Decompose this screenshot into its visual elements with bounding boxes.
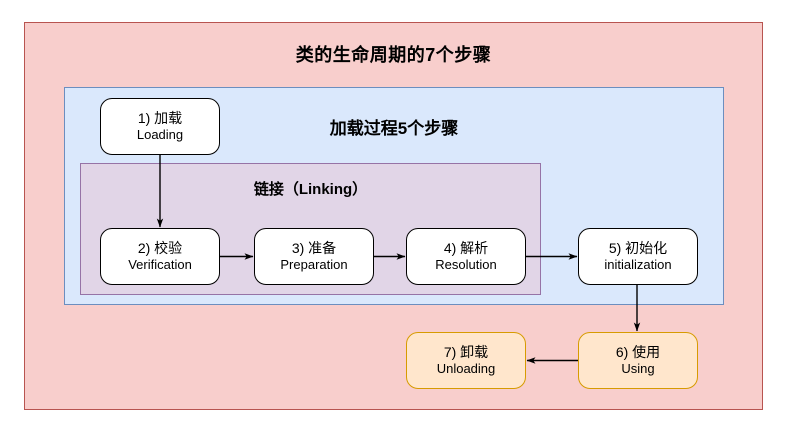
step-box-verification[interactable]: 2) 校验 Verification bbox=[100, 228, 220, 285]
step-label-en: Using bbox=[621, 361, 655, 377]
step-box-preparation[interactable]: 3) 准备 Preparation bbox=[254, 228, 374, 285]
step-box-initialization[interactable]: 5) 初始化 initialization bbox=[578, 228, 698, 285]
step-label-en: initialization bbox=[604, 257, 672, 273]
step-box-unloading[interactable]: 7) 卸载 Unloading bbox=[406, 332, 526, 389]
step-label-cn: 3) 准备 bbox=[291, 239, 337, 256]
step-label-en: Loading bbox=[136, 127, 184, 143]
panel-loading-process-title: 加载过程5个步骤 bbox=[329, 119, 459, 138]
step-label-en: Preparation bbox=[280, 257, 348, 273]
step-box-using[interactable]: 6) 使用 Using bbox=[578, 332, 698, 389]
step-label-cn: 6) 使用 bbox=[615, 343, 661, 360]
step-label-cn: 7) 卸载 bbox=[443, 343, 489, 360]
step-label-cn: 5) 初始化 bbox=[608, 239, 668, 256]
step-label-en: Resolution bbox=[435, 257, 497, 273]
page-title: 类的生命周期的7个步骤 bbox=[295, 45, 492, 65]
panel-linking-title: 链接（Linking） bbox=[253, 181, 368, 198]
step-box-loading[interactable]: 1) 加载 Loading bbox=[100, 98, 220, 155]
step-label-cn: 4) 解析 bbox=[443, 239, 489, 256]
step-label-cn: 2) 校验 bbox=[137, 239, 183, 256]
step-label-en: Verification bbox=[128, 257, 192, 273]
step-box-resolution[interactable]: 4) 解析 Resolution bbox=[406, 228, 526, 285]
step-label-en: Unloading bbox=[436, 361, 496, 377]
step-label-cn: 1) 加载 bbox=[137, 109, 183, 126]
